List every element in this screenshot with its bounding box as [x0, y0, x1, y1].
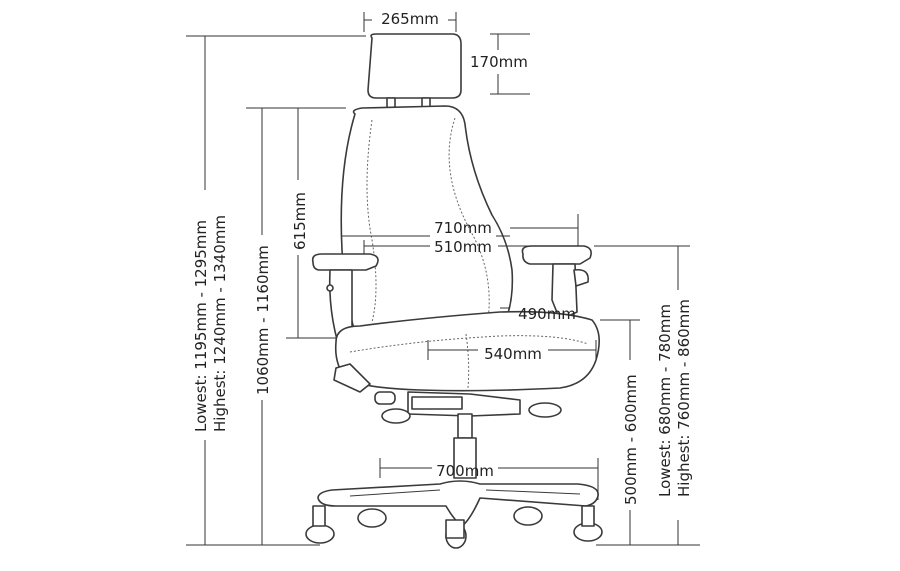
- label-overall-height-lowest: Lowest: 1195mm - 1295mm: [192, 220, 210, 432]
- label-headrest-width: 265mm: [381, 10, 439, 28]
- label-arm-height-highest: Highest: 760mm - 860mm: [675, 299, 693, 497]
- dimension-lines: [186, 12, 700, 546]
- label-seat-depth: 490mm: [518, 305, 576, 323]
- mechanism-pad: [374, 391, 396, 405]
- backrest: [340, 105, 514, 333]
- castor-back-left: [357, 508, 387, 528]
- armrest-left: [311, 253, 379, 271]
- label-overall-height-highest: Highest: 1240mm - 1340mm: [211, 215, 229, 432]
- label-armrest-inner-width: 510mm: [434, 238, 492, 256]
- backrest-seam-left: [366, 119, 377, 323]
- label-seat-height: 500mm - 600mm: [622, 374, 640, 505]
- mechanism-plate: [411, 396, 463, 410]
- castor-center: [445, 519, 467, 549]
- base-leg-highlight-right: [485, 489, 581, 495]
- height-lever: [528, 402, 562, 418]
- label-headrest-height: 170mm: [470, 53, 528, 71]
- tension-knob: [381, 408, 411, 424]
- chair-illustration: [305, 33, 603, 549]
- label-seat-to-floor-total: 1060mm - 1160mm: [254, 245, 272, 395]
- gas-lift-lower: [453, 437, 477, 479]
- headrest: [367, 33, 462, 99]
- seat-seam-front: [349, 335, 589, 353]
- castor-front-right: [573, 505, 603, 542]
- label-arm-height-lowest: Lowest: 680mm - 780mm: [656, 304, 674, 497]
- seat-seam-center: [465, 333, 470, 389]
- label-base-width: 700mm: [436, 462, 494, 480]
- base-leg-highlight-left: [349, 489, 441, 497]
- seat-lever-left: [333, 363, 371, 393]
- dimension-labels: 265mm 170mm Lowest: 1195mm - 1295mm High…: [192, 10, 693, 505]
- castor-front-left: [305, 505, 335, 544]
- castor-back-right: [513, 506, 543, 526]
- armrest-left-knob: [326, 284, 334, 292]
- gas-lift-upper: [457, 413, 473, 439]
- armrest-right-lever: [573, 268, 590, 287]
- label-backrest-height: 615mm: [291, 192, 309, 250]
- backrest-seam-right: [448, 117, 490, 321]
- label-seat-width: 540mm: [484, 345, 542, 363]
- label-armrest-outer-width: 710mm: [434, 219, 492, 237]
- armrest-right: [521, 245, 592, 265]
